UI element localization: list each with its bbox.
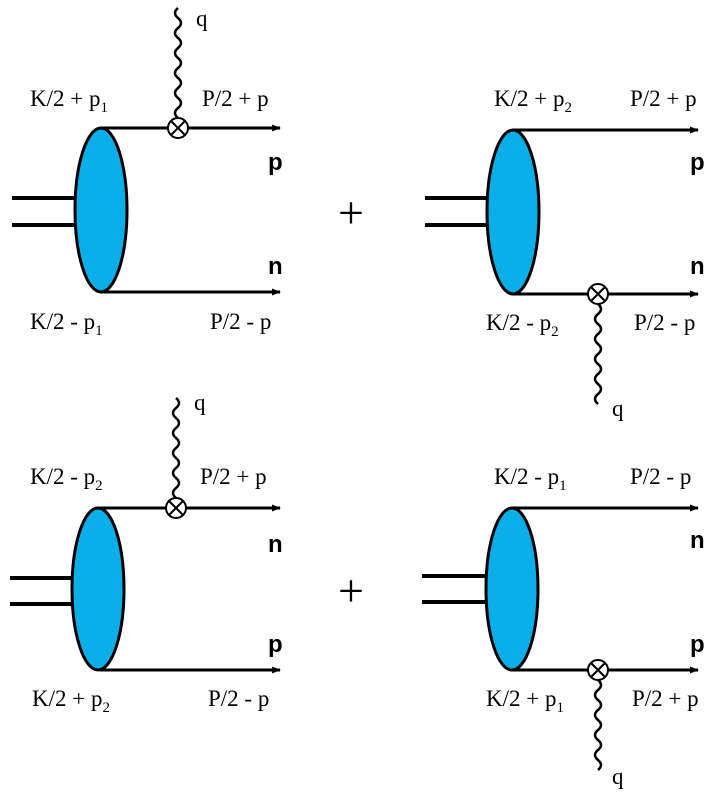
bottom-momentum-label: K/2 - p2 (486, 310, 559, 340)
bottom-momentum-label: K/2 + p2 (32, 686, 110, 716)
vertex-blob (70, 506, 126, 672)
bottom-outgoing-label: P/2 - p (210, 309, 271, 334)
bottom-particle-label: p (690, 631, 705, 658)
photon-line (173, 7, 183, 119)
plus-sign-bottom: + (338, 565, 364, 616)
vertex-blob (485, 128, 541, 296)
bottom-momentum-label: K/2 - p1 (30, 309, 103, 339)
top-particle-label: p (690, 149, 705, 176)
photon-vertex-symbol (167, 117, 189, 139)
bottom-outgoing-label: P/2 + p (632, 686, 699, 711)
top-particle-label: p (268, 149, 283, 176)
bottom-momentum-label: K/2 + p1 (486, 686, 564, 716)
top-outgoing-label: P/2 - p (630, 464, 691, 489)
top-momentum-label: K/2 + p1 (30, 86, 108, 116)
diagram-4: q K/2 - p1 P/2 - p n p K/2 + p1 P/2 + p (422, 464, 705, 789)
photon-label: q (196, 6, 208, 31)
photon-label: q (612, 764, 624, 789)
vertex-blob (73, 126, 129, 294)
photon-line (593, 679, 603, 771)
photon-line (593, 303, 603, 405)
top-momentum-label: K/2 + p2 (494, 86, 572, 116)
photon-line (171, 397, 181, 499)
photon-label: q (194, 390, 206, 415)
photon-vertex-symbol (587, 659, 609, 681)
photon-vertex-symbol (165, 497, 187, 519)
top-particle-label: n (690, 527, 705, 554)
bottom-particle-label: n (690, 253, 705, 280)
diagram-3: q K/2 - p2 P/2 + p n p K/2 + p2 P/2 - p (10, 390, 283, 716)
photon-vertex-symbol (587, 283, 609, 305)
top-outgoing-label: P/2 + p (630, 86, 697, 111)
vertex-blob (484, 506, 540, 672)
top-outgoing-label: P/2 + p (200, 464, 267, 489)
photon-label: q (612, 396, 624, 421)
top-momentum-label: K/2 - p2 (30, 464, 103, 494)
bottom-outgoing-label: P/2 - p (634, 310, 695, 335)
bottom-particle-label: p (268, 631, 283, 658)
top-momentum-label: K/2 - p1 (494, 464, 567, 494)
bottom-particle-label: n (268, 253, 283, 280)
top-particle-label: n (268, 531, 283, 558)
top-outgoing-label: P/2 + p (202, 86, 269, 111)
diagram-2: q K/2 + p2 P/2 + p p n K/2 - p2 P/2 - p (425, 86, 705, 421)
plus-sign-top: + (338, 187, 364, 238)
diagram-1: q K/2 + p1 P/2 + p p n K/2 - p1 P/2 - p (12, 6, 283, 339)
bottom-outgoing-label: P/2 - p (208, 686, 269, 711)
